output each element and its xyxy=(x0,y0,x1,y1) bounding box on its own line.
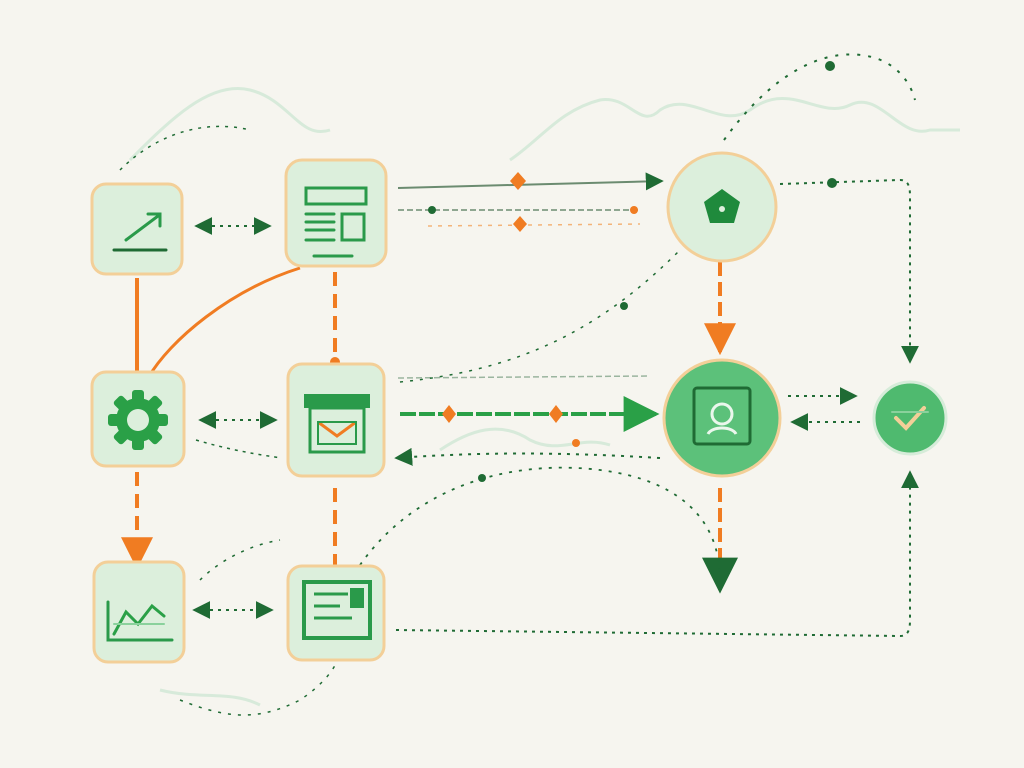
node-done[interactable] xyxy=(872,380,948,456)
edges xyxy=(119,53,919,716)
flow-marker xyxy=(549,405,563,423)
node-document[interactable] xyxy=(284,158,388,268)
node-report[interactable] xyxy=(286,564,386,662)
edge-report-curve xyxy=(359,466,721,581)
node-analytics[interactable] xyxy=(92,560,186,664)
node-inbox[interactable] xyxy=(286,362,386,478)
check-mark-icon xyxy=(891,406,929,431)
flow-marker xyxy=(478,474,486,482)
edge-document-pentagon xyxy=(397,172,664,191)
edge-pentagon-done xyxy=(779,178,919,364)
edge-markers xyxy=(428,61,837,482)
edge-gear-inbox-lower xyxy=(195,439,283,459)
node-gear[interactable] xyxy=(90,370,186,468)
flow-marker xyxy=(510,172,526,190)
flow-marker xyxy=(513,216,527,232)
report-icon xyxy=(302,580,372,640)
edge-document-gear-curve xyxy=(146,266,301,379)
flow-marker xyxy=(620,302,628,310)
monitor-user-icon xyxy=(692,386,752,446)
edge-analytics-curve xyxy=(199,539,281,581)
flow-marker xyxy=(630,206,638,214)
node-pentagon[interactable] xyxy=(666,151,778,263)
trend-up-icon xyxy=(112,212,168,252)
flow-marker xyxy=(827,178,837,188)
bar-chart-icon xyxy=(106,600,174,642)
edge-top-left-loop xyxy=(119,125,251,171)
edge-document-pentagon-3 xyxy=(427,223,641,227)
flow-marker xyxy=(442,405,456,423)
edge-monitor-inbox xyxy=(394,447,661,466)
document-layout-icon xyxy=(304,186,368,258)
edge-inbox-pentagon-curve xyxy=(399,249,681,383)
node-trend[interactable] xyxy=(90,182,184,276)
flow-marker xyxy=(825,61,835,71)
background-trails xyxy=(128,87,960,707)
inbox-icon xyxy=(304,394,370,454)
gear-icon xyxy=(108,390,168,450)
edge-inbox-monitor-upper xyxy=(397,375,651,379)
node-monitor[interactable] xyxy=(662,358,782,478)
flow-marker xyxy=(572,439,580,447)
flow-marker xyxy=(428,206,436,214)
edge-top-loop xyxy=(723,53,916,141)
edge-report-done xyxy=(395,470,919,638)
